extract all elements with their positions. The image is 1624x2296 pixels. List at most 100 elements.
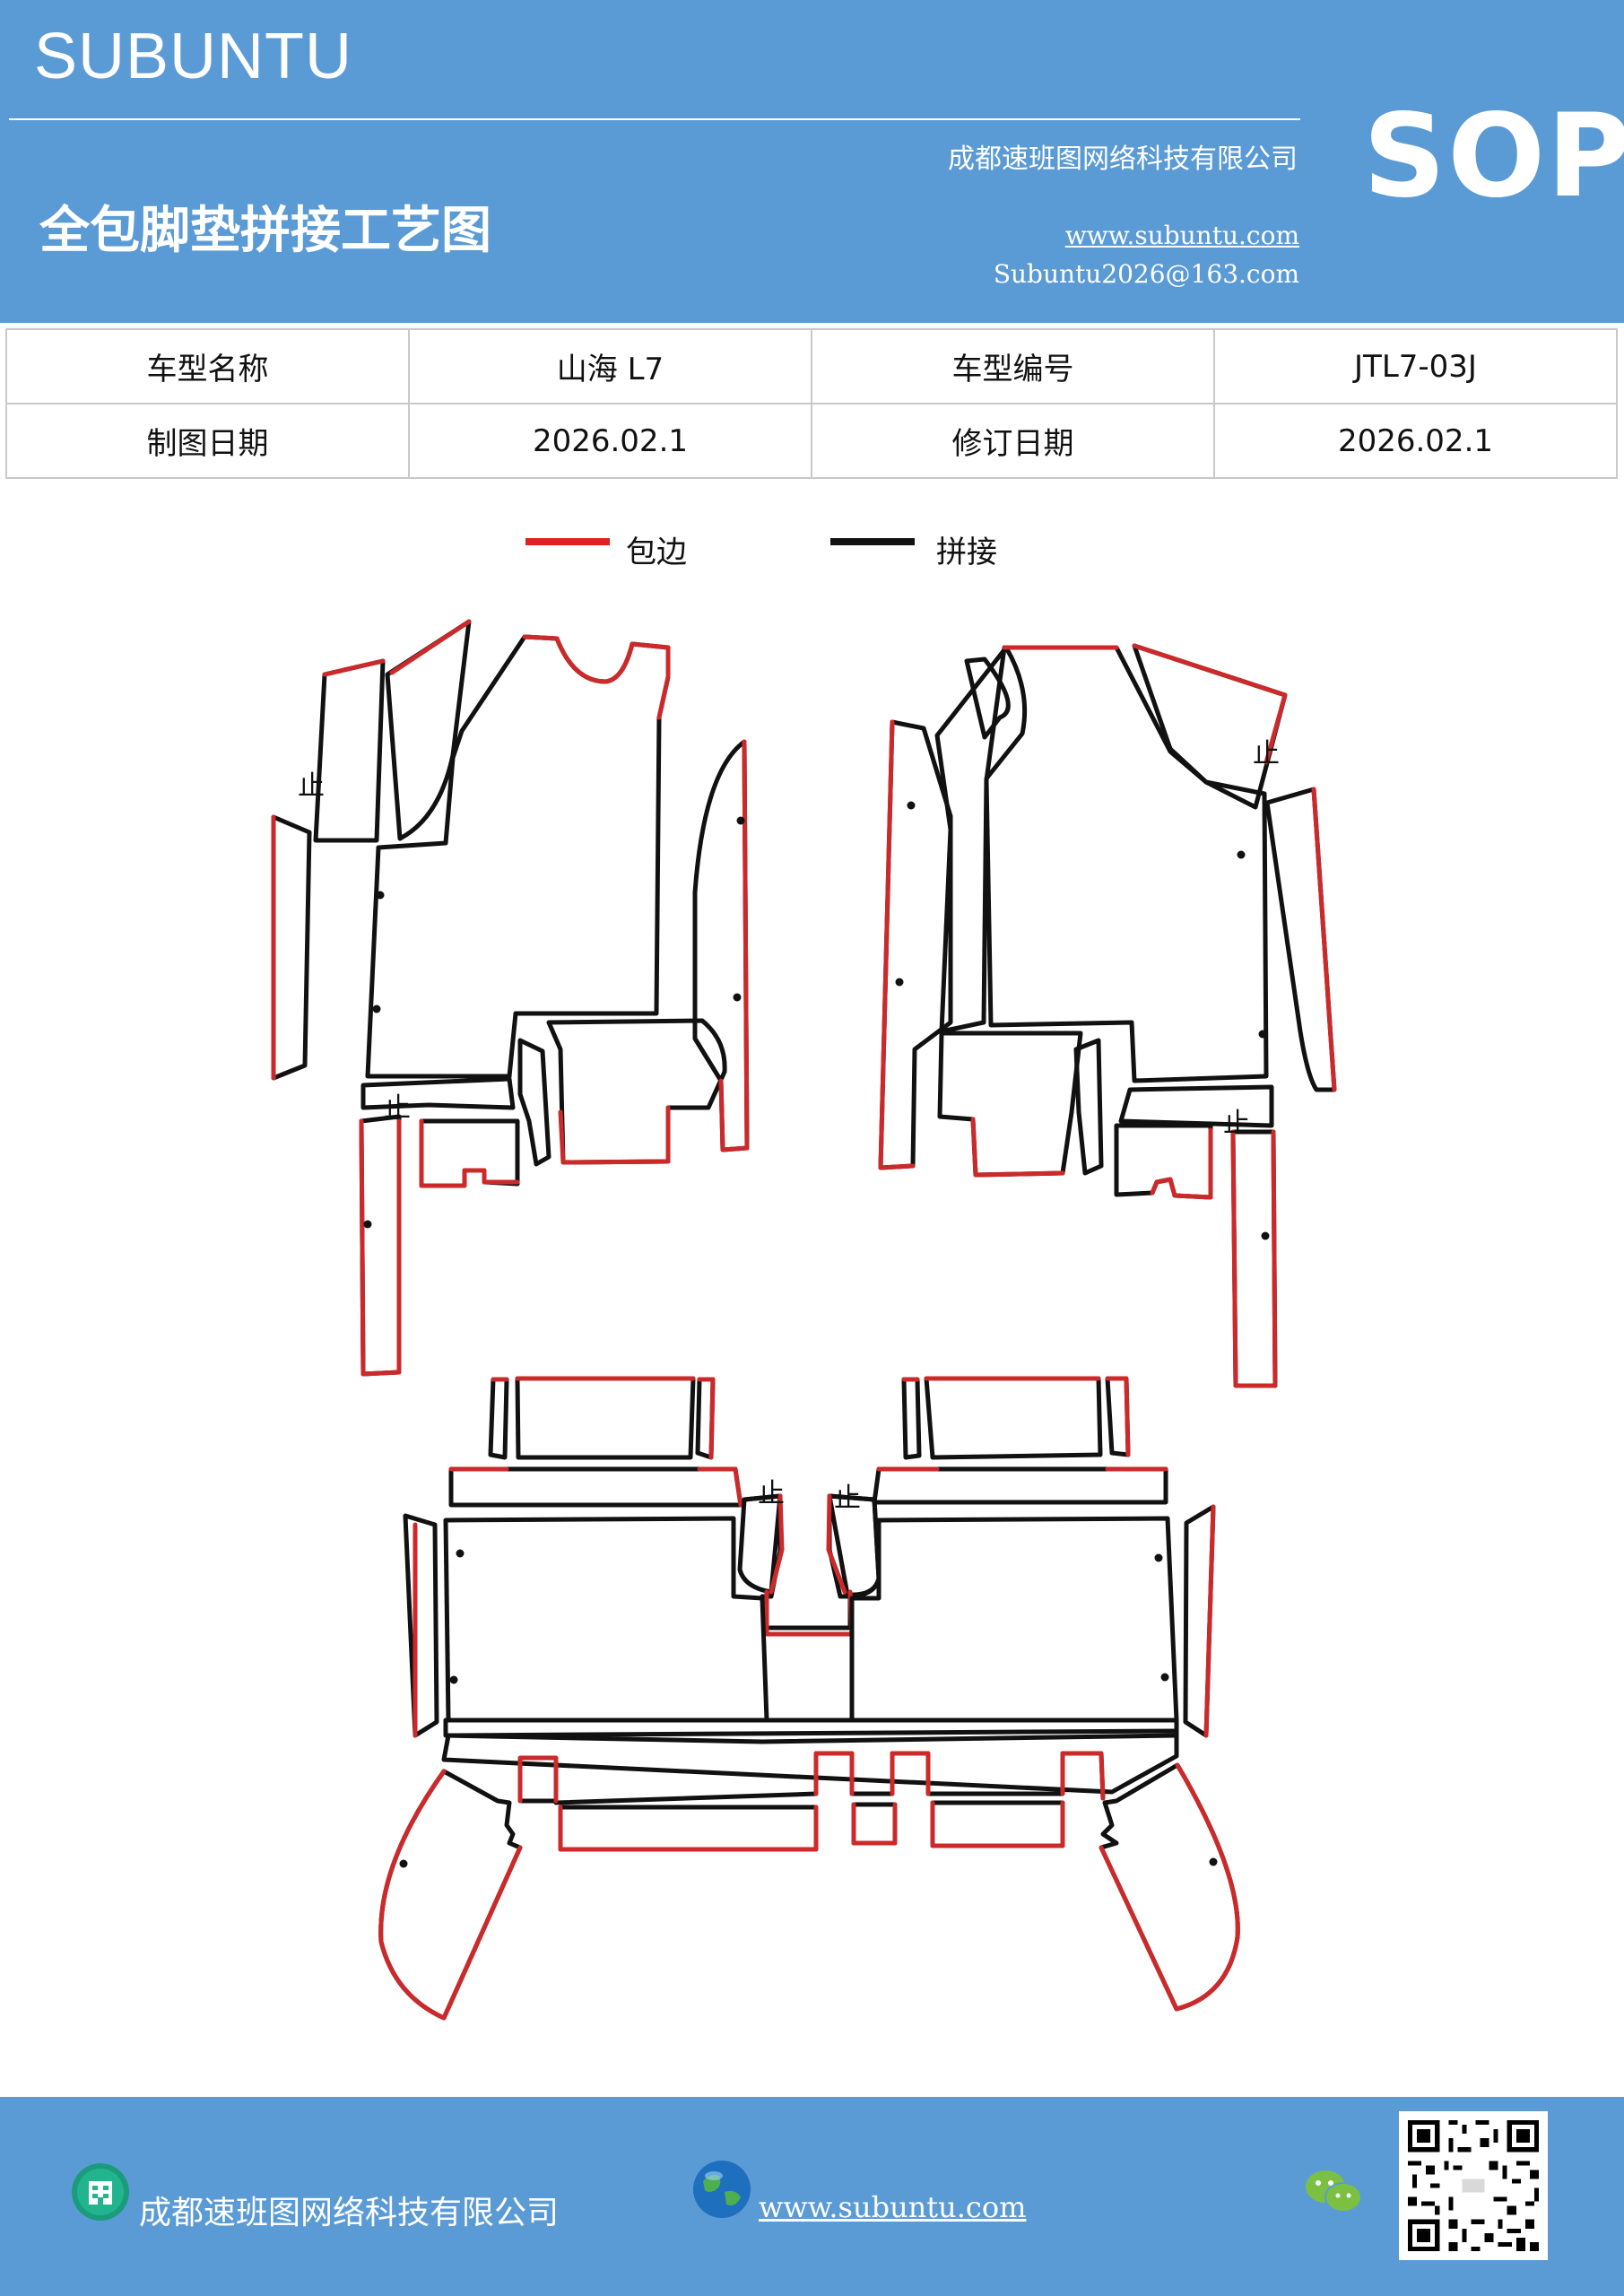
mat-piece — [1073, 1038, 1104, 1176]
footer-website-link[interactable]: www.subuntu.com — [759, 2190, 1027, 2224]
mat-piece — [849, 1516, 1179, 1723]
website-link[interactable]: www.subuntu.com — [1064, 221, 1299, 250]
mat-edge — [769, 1493, 785, 1595]
mat-piece — [1118, 1084, 1274, 1128]
fastener-dot — [456, 1549, 465, 1558]
rear-mat-group — [378, 1376, 1240, 2021]
mat-piece — [692, 739, 750, 1152]
mat-piece — [930, 1800, 1065, 1848]
footer-company: 成都速班图网络科技有限公司 — [139, 2195, 560, 2231]
mat-edge — [1150, 1127, 1213, 1200]
fastener-dot — [1258, 1030, 1267, 1039]
mat-piece — [313, 658, 386, 843]
mat-edge — [322, 658, 386, 677]
mat-piece — [443, 1718, 1179, 1744]
mat-edge — [1132, 643, 1288, 765]
table-row: 车型名称 山海 L7 车型编号 JTL7-03J — [5, 328, 1618, 404]
stop-marker: 止 — [1223, 1108, 1250, 1139]
fastener-dot — [372, 1004, 381, 1013]
mat-piece — [488, 1377, 509, 1460]
table-row: 制图日期 2026.02.1 修订日期 2026.02.1 — [5, 403, 1618, 479]
mat-piece — [360, 1076, 516, 1110]
mat-edge — [878, 719, 916, 1170]
mat-piece — [984, 645, 1269, 1083]
mat-edge — [389, 619, 472, 675]
edge-binding-swatch — [525, 538, 610, 545]
mat-piece — [924, 1376, 1103, 1460]
mat-piece — [901, 1377, 922, 1460]
stop-marker: 止 — [758, 1478, 785, 1509]
fastener-dot — [363, 1220, 372, 1229]
model-name-value: 山海 L7 — [408, 328, 812, 404]
mat-edge — [522, 634, 671, 720]
mat-piece — [385, 619, 472, 841]
mat-edge — [718, 739, 750, 1152]
mat-piece — [359, 1114, 402, 1377]
mat-edge — [1099, 1762, 1240, 2012]
fastener-dot — [1261, 1231, 1270, 1240]
stop-marker: 止 — [1253, 738, 1280, 770]
mat-piece — [403, 1513, 439, 1738]
mat-edge — [517, 1751, 1106, 1804]
mat-piece — [1230, 1129, 1278, 1388]
fastener-dot — [907, 801, 916, 810]
mat-piece — [515, 1376, 696, 1460]
mat-piece — [517, 1038, 551, 1167]
stop-marker: 止 — [834, 1483, 861, 1514]
mat-piece — [1114, 1123, 1213, 1200]
floor-mat-diagram: 止 止 止 止 止 止 — [271, 619, 1337, 2021]
revision-date-value: 2026.02.1 — [1213, 403, 1618, 479]
mat-piece — [934, 645, 1028, 1034]
fastener-dot — [399, 1859, 408, 1868]
mat-edge — [378, 1769, 523, 2021]
model-code-label: 车型编号 — [811, 328, 1215, 404]
mat-piece — [851, 1802, 898, 1846]
mat-piece — [448, 1466, 743, 1508]
model-name-label: 车型名称 — [5, 328, 410, 404]
mat-edge — [1203, 1504, 1216, 1738]
mat-edge — [851, 1802, 898, 1846]
mat-piece — [365, 634, 671, 1079]
model-code-value: JTL7-03J — [1213, 328, 1618, 404]
drawing-date-label: 制图日期 — [5, 403, 410, 479]
mat-edge — [419, 1118, 520, 1188]
mat-piece — [937, 1031, 1083, 1178]
mat-edge — [1105, 1376, 1131, 1457]
edge-binding-label: 包边 — [626, 535, 687, 570]
seam-swatch — [830, 538, 915, 545]
mat-edge — [826, 1493, 847, 1595]
sop-label: SOP — [1363, 90, 1624, 223]
mat-piece — [441, 1728, 1179, 1795]
seam-label: 拼接 — [936, 535, 997, 570]
email-address: Subuntu2026@163.com — [993, 259, 1299, 289]
page-title: 全包脚垫拼接工艺图 — [39, 201, 491, 260]
mat-piece — [443, 1516, 769, 1723]
mat-edge — [359, 1118, 402, 1377]
fastener-dot — [736, 816, 745, 825]
stop-marker: 止 — [384, 1092, 411, 1124]
mat-edge — [970, 1117, 1065, 1178]
mat-piece — [964, 657, 1011, 740]
revision-date-label: 修订日期 — [811, 403, 1215, 479]
legend: 包边 拼接 — [0, 527, 1624, 572]
qr-code-image — [1399, 2111, 1548, 2260]
mat-edge — [558, 1105, 671, 1165]
wechat-icon[interactable] — [1302, 2165, 1365, 2219]
building-icon — [72, 2163, 129, 2221]
globe-icon — [693, 2161, 751, 2218]
mat-edge — [697, 1377, 716, 1460]
fastener-dot — [1154, 1553, 1163, 1562]
fastener-dot — [895, 978, 904, 987]
mat-piece — [872, 1466, 1168, 1505]
mat-piece — [1264, 787, 1337, 1092]
mat-edge — [1311, 787, 1337, 1092]
mat-edge — [1230, 1129, 1278, 1388]
front-right-mat-group — [878, 643, 1337, 1388]
company-name: 成都速班图网络科技有限公司 — [948, 144, 1298, 175]
mat-piece — [271, 814, 312, 1081]
brand-name: SUBUNTU — [34, 21, 353, 92]
info-table: 车型名称 山海 L7 车型编号 JTL7-03J 制图日期 2026.02.1 … — [5, 328, 1618, 479]
mat-edge — [448, 1466, 743, 1508]
header-banner: SUBUNTU 成都速班图网络科技有限公司 SOP 全包脚垫拼接工艺图 www.… — [0, 0, 1624, 323]
mat-piece — [419, 1118, 520, 1188]
